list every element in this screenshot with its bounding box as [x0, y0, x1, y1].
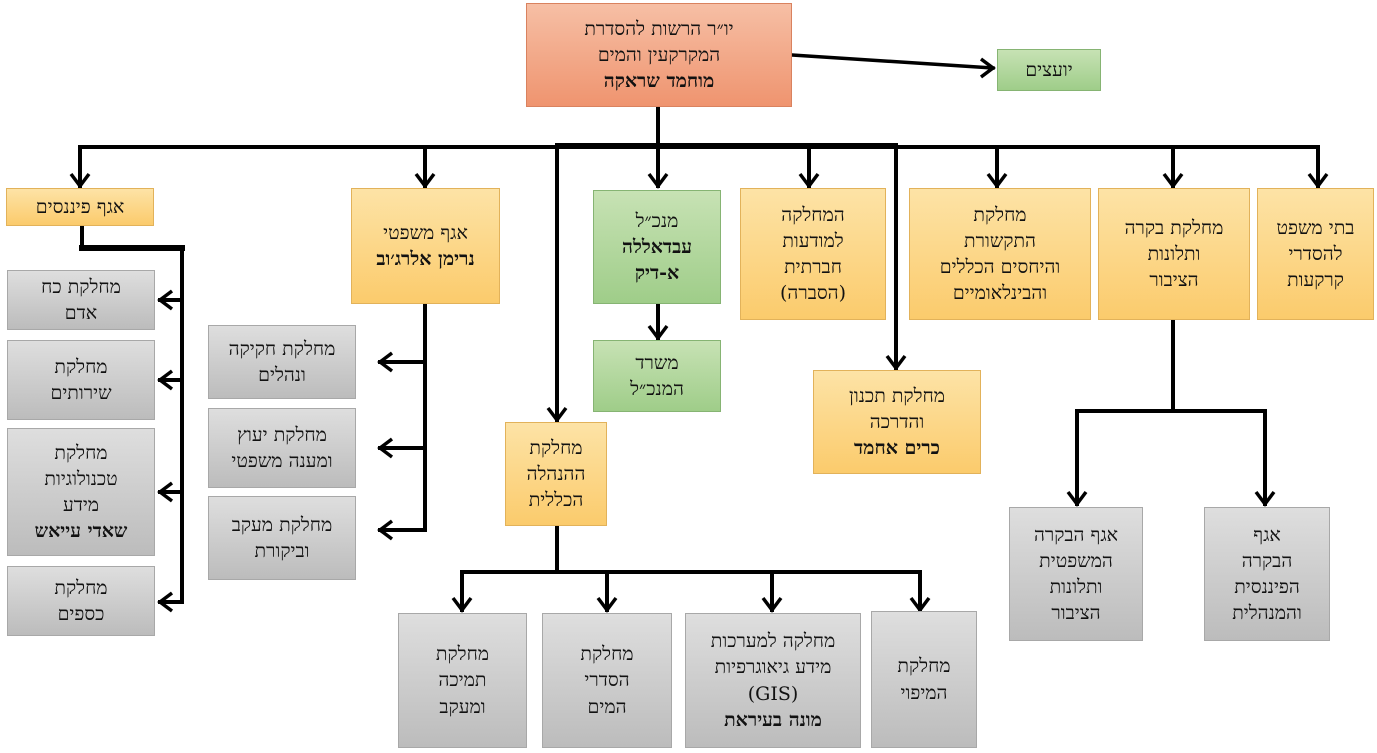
- admin-sub-arrow: [596, 596, 618, 613]
- finance-money-department-box[interactable]: מחלקת כספים: [7, 566, 155, 636]
- dg-office-arrow: [647, 324, 669, 341]
- social-awareness-department-box[interactable]: המחלקה למודעות חברתית (הסברה): [740, 188, 886, 320]
- finance-sub-arrow: [157, 369, 174, 391]
- advisors-arrow: [979, 57, 996, 79]
- comms-drop-arrow: [986, 172, 1008, 189]
- admin-sub-arrow: [909, 596, 931, 613]
- finance-division-box[interactable]: אגף פיננסים: [6, 188, 154, 226]
- admin-sub-arrow: [761, 596, 783, 613]
- awareness-drop-arrow: [798, 172, 820, 189]
- planning-drop-arrow: [885, 354, 907, 371]
- control-sub-arrow: [1066, 490, 1088, 507]
- legal-sub-arrow: [377, 437, 394, 459]
- finance-sub-arrow: [157, 591, 174, 613]
- legal-advice-department-box[interactable]: מחלקת יעוץ ומענה משפטי: [208, 408, 356, 488]
- dg-drop-arrow: [647, 172, 669, 189]
- advisors-box[interactable]: יועצים: [997, 49, 1101, 91]
- gis-department-box[interactable]: מחלקה למערכות מידע גיאוגרפיות (GIS) מונה…: [685, 613, 861, 748]
- land-courts-box[interactable]: בתי משפט להסדרי קרקעות: [1257, 188, 1374, 320]
- admin-drop-arrow: [546, 406, 568, 423]
- hr-department-box[interactable]: מחלקת כח אדם: [7, 270, 155, 330]
- water-arrangements-department-box[interactable]: מחלקת הסדרי המים: [542, 613, 672, 748]
- services-department-box[interactable]: מחלקת שירותים: [7, 340, 155, 420]
- legal-sub-arrow: [377, 351, 394, 373]
- communications-department-box[interactable]: מחלקת התקשורת והיחסים הכללים והבינלאומיי…: [909, 188, 1091, 320]
- legal-sub-arrow: [377, 519, 394, 541]
- courts-drop-arrow: [1307, 172, 1329, 189]
- dg-office-box[interactable]: משרד המנכ״ל: [593, 340, 721, 412]
- admin-sub-arrow: [451, 596, 473, 613]
- chairman-box[interactable]: יו״ר הרשות להסדרת המקרקעין והמים מוחמד ש…: [526, 3, 792, 107]
- support-department-box[interactable]: מחלקת תמיכה ומעקב: [398, 613, 527, 748]
- advisors-connector-line: [790, 53, 995, 70]
- financial-control-division-box[interactable]: אגף הבקרה הפיננסית והמנהלית: [1204, 507, 1330, 641]
- control-department-box[interactable]: מחלקת בקרה ותלונות הציבור: [1098, 188, 1250, 320]
- director-general-box[interactable]: מנכ״ל עבדאללה א-דיק: [593, 190, 721, 304]
- legal-control-division-box[interactable]: אגף הבקרה המשפטית ותלונות הציבור: [1009, 507, 1143, 641]
- general-admin-department-box[interactable]: מחלקת ההנהלה הכללית: [505, 422, 607, 526]
- it-department-box[interactable]: מחלקת טכנולוגיות מידע שאדי עייאש: [7, 428, 155, 556]
- legal-division-box[interactable]: אגף משפטי נרימן אלרג׳וב: [351, 188, 500, 304]
- legal-drop-arrow: [414, 172, 436, 189]
- control-drop-arrow: [1162, 172, 1184, 189]
- finance-drop-arrow: [69, 172, 91, 189]
- planning-department-box[interactable]: מחלקת תכנון והדרכה כרים אחמד: [813, 370, 981, 474]
- finance-sub-arrow: [157, 481, 174, 503]
- mapping-department-box[interactable]: מחלקת המיפוי: [871, 611, 977, 748]
- audit-department-box[interactable]: מחלקת מעקב וביקורת: [208, 496, 356, 580]
- legislation-department-box[interactable]: מחלקת חקיקה ונהלים: [208, 325, 356, 399]
- control-sub-arrow: [1254, 490, 1276, 507]
- finance-sub-arrow: [157, 289, 174, 311]
